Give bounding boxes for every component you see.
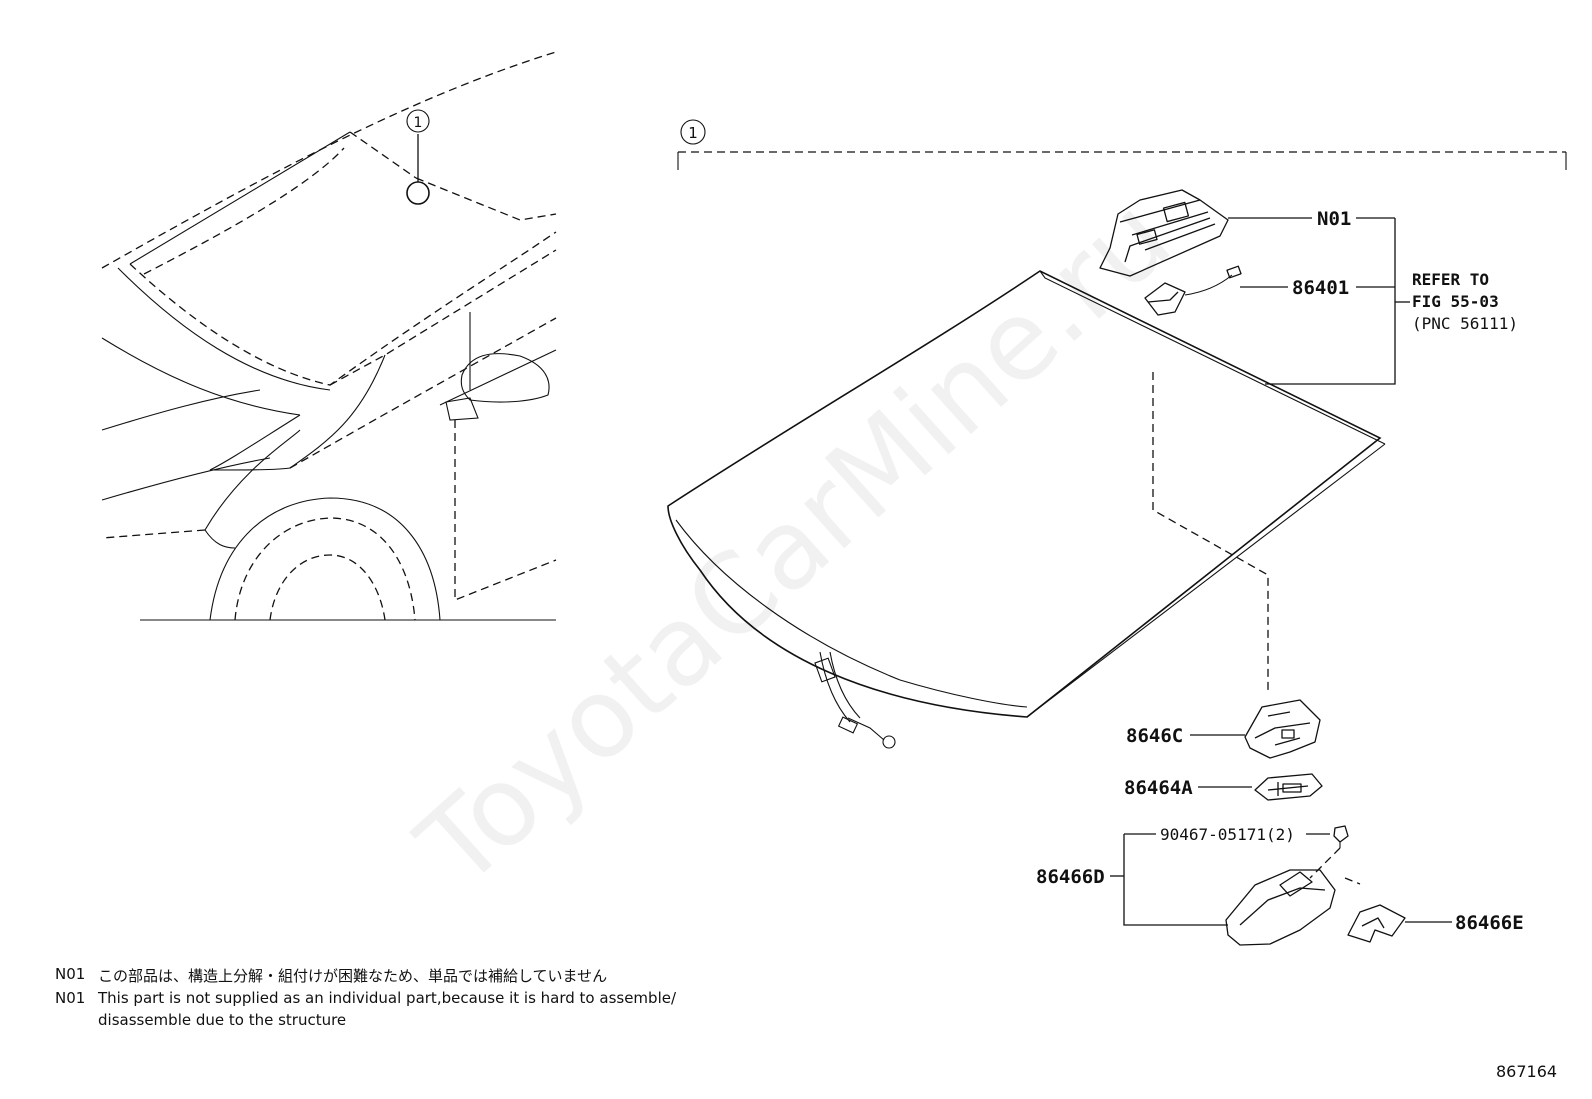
part-86466d (1225, 847, 1361, 946)
part-label-86466e: 86466E (1455, 912, 1524, 934)
part-86464a (1254, 773, 1323, 801)
windshield-glass (667, 270, 1386, 749)
part-8646c (1244, 699, 1321, 759)
part-label-n01: N01 (1317, 208, 1351, 230)
part-86466e (1347, 904, 1406, 943)
bracket-86466d (1123, 834, 1228, 926)
assembly-bracket: 1 (677, 119, 1567, 170)
part-label-8646c: 8646C (1126, 725, 1183, 747)
note-code-2: N01 (55, 989, 86, 1007)
part-label-90467: 90467-05171(2) (1160, 825, 1295, 844)
part-90467 (1333, 825, 1349, 848)
sensor-n01 (1099, 189, 1229, 277)
refer-bracket (1265, 218, 1396, 385)
note-text-en-2: disassemble due to the structure (98, 1011, 347, 1029)
vehicle-overview: 1 (101, 51, 557, 621)
callout-index-left: 1 (414, 115, 423, 131)
watermark: ToyotaCarMine.ru (394, 173, 1195, 912)
install-path (1152, 372, 1269, 690)
note-text-jp: この部品は、構造上分解・組付けが困難なため、単品では補給していません (98, 967, 608, 985)
refer-line-1: REFER TO (1412, 270, 1489, 289)
note-text-en-1: This part is not supplied as an individu… (98, 989, 677, 1007)
part-label-86401: 86401 (1292, 277, 1349, 299)
figure-number: 867164 (1496, 1062, 1558, 1081)
part-label-86466d: 86466D (1036, 866, 1105, 888)
part-label-86464a: 86464A (1124, 777, 1193, 799)
part-86401 (1144, 265, 1242, 316)
refer-line-2: FIG 55-03 (1412, 292, 1499, 311)
callout-index-right: 1 (688, 124, 698, 142)
note-code-1: N01 (55, 965, 86, 983)
refer-line-3: (PNC 56111) (1412, 314, 1518, 333)
